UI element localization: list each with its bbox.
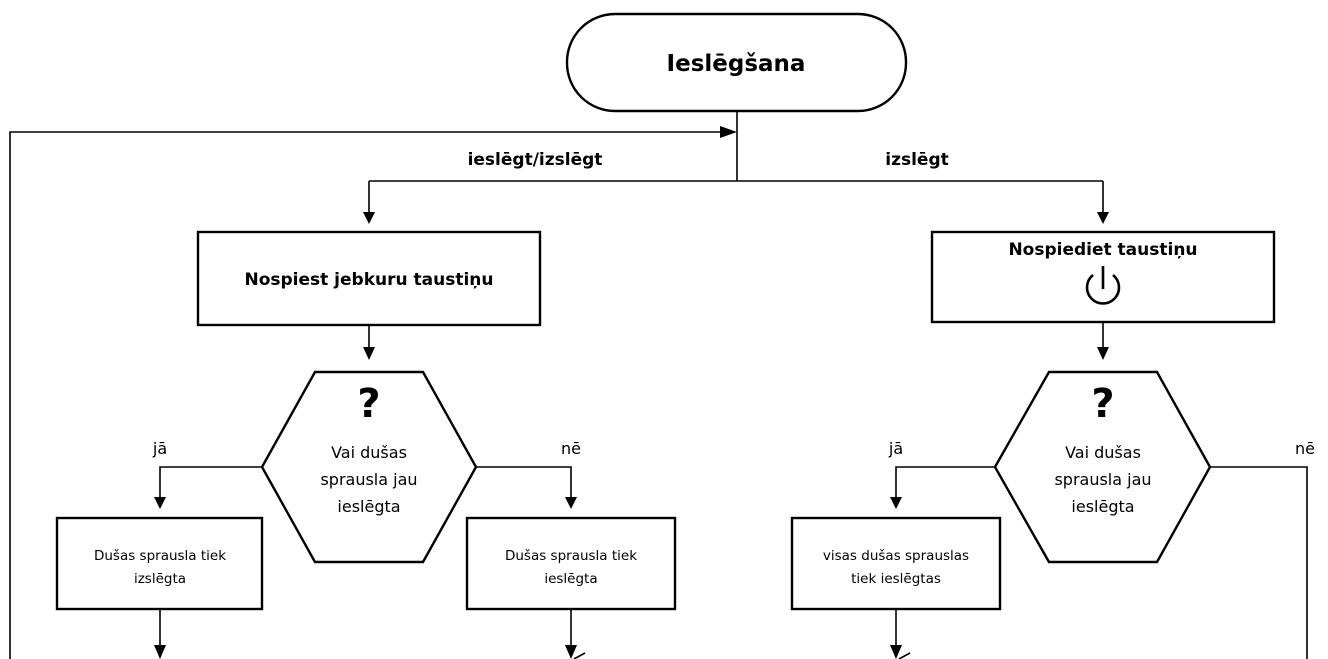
left-question-line-3: ieslēgta	[337, 497, 400, 516]
right-action-box: Nospiediet taustiņu	[930, 230, 1276, 324]
left-yes-result-box: Dušas sprausla tiek izslēgta	[55, 516, 264, 611]
branch-label-left: ieslēgt/izslēgt	[468, 150, 603, 170]
right-question-mark: ?	[1091, 381, 1114, 427]
left-yes-result-line-1: Dušas sprausla tiek	[94, 548, 226, 564]
left-action-box: Nospiest jebkuru taustiņu	[196, 230, 542, 327]
right-yes-result-line-2: tiek ieslēgtas	[851, 571, 941, 587]
right-no-label: nē	[1295, 439, 1315, 458]
right-yes-result-line-1: visas dušas sprauslas	[823, 548, 969, 564]
right-question-line-3: ieslēgta	[1071, 497, 1134, 516]
left-question-mark: ?	[357, 381, 380, 427]
branch-label-right: izslēgt	[885, 150, 949, 170]
left-no-label: nē	[561, 439, 581, 458]
right-question-line-2: sprausla jau	[1054, 470, 1151, 489]
left-decision-hexagon: ? Vai dušas sprausla jau ieslēgta	[260, 370, 478, 564]
start-label: Ieslēgšana	[667, 51, 806, 77]
left-yes-label: jā	[152, 439, 167, 458]
left-no-result-box: Dušas sprausla tiek ieslēgta	[465, 516, 677, 611]
left-action-label: Nospiest jebkuru taustiņu	[244, 270, 493, 290]
right-decision-hexagon: ? Vai dušas sprausla jau ieslēgta	[993, 370, 1212, 564]
left-no-result-line-1: Dušas sprausla tiek	[505, 548, 637, 564]
right-action-label: Nospiediet taustiņu	[1008, 240, 1197, 260]
arrowheads	[154, 126, 1109, 659]
power-icon	[1085, 266, 1121, 305]
left-question-line-1: Vai dušas	[331, 443, 407, 462]
start-terminator: Ieslēgšana	[565, 12, 908, 113]
left-no-result-line-2: ieslēgta	[544, 571, 597, 587]
left-yes-result-line-2: izslēgta	[134, 571, 186, 587]
connector-lines	[9, 110, 1308, 659]
right-yes-result-box: visas dušas sprauslas tiek ieslēgtas	[790, 516, 1002, 611]
right-yes-label: jā	[888, 439, 903, 458]
right-question-line-1: Vai dušas	[1065, 443, 1141, 462]
left-question-line-2: sprausla jau	[320, 470, 417, 489]
